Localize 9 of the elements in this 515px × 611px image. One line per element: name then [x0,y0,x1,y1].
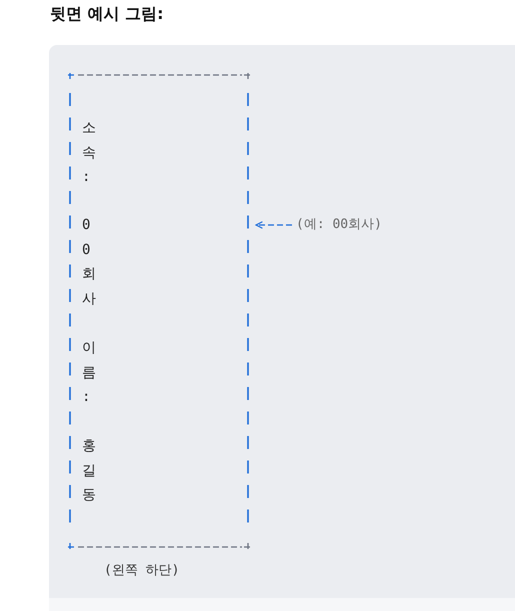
caption-text: (왼쪽 하단) [104,562,180,580]
arrow [255,221,292,229]
heading: 뒷면 예시 그림: [50,3,164,25]
dashed-box [68,73,250,549]
vertical-text: 소속: [82,119,97,187]
vertical-text: 00회사 [82,216,97,308]
vertical-text: 홍길동 [82,437,97,505]
vertical-text: 이름: [82,339,97,407]
annotation-text: (예: 00회사) [296,216,383,234]
